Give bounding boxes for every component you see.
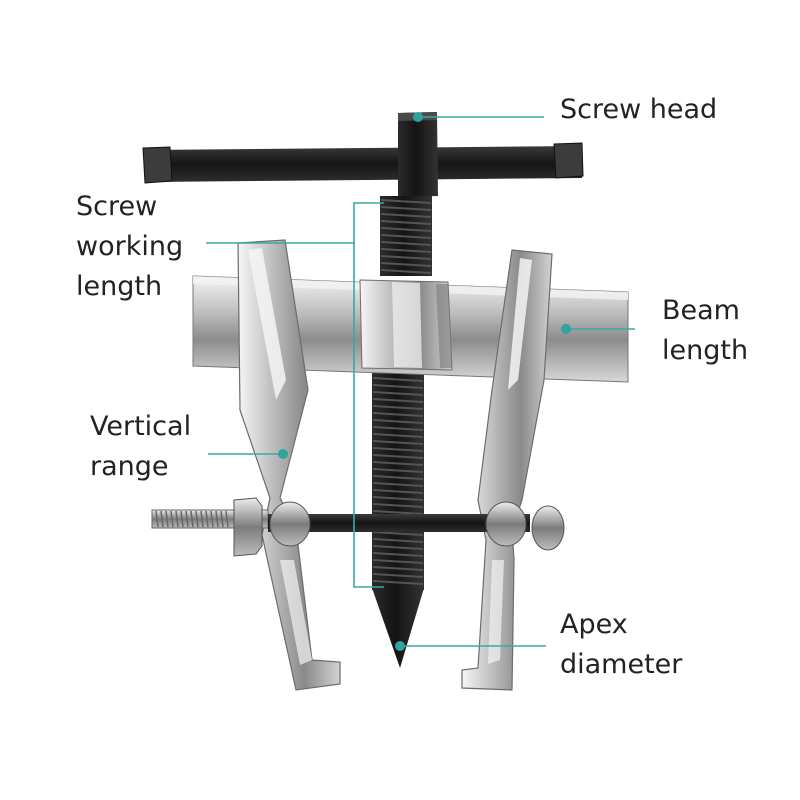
- label-beam-length: Beam length: [662, 291, 748, 371]
- vertical-range-dot: [278, 449, 288, 459]
- right-jaw: [461, 249, 553, 691]
- beam-length-dot: [561, 324, 571, 334]
- label-screw-head-line-1: Screw head: [560, 94, 718, 125]
- screw-head-block: [398, 112, 438, 197]
- marker-dots: [278, 112, 571, 651]
- cross-rod: [151, 497, 565, 557]
- label-beam-length-line-1: Beam: [662, 295, 740, 326]
- label-beam-length-line-2: length: [662, 335, 749, 366]
- label-screw-head: Screw head: [560, 90, 717, 130]
- apex-diameter-dot: [395, 641, 405, 651]
- label-apex-diameter: Apex diameter: [560, 605, 682, 685]
- label-screw-working-length-line-3: length: [76, 271, 163, 302]
- label-apex-diameter-line-2: diameter: [560, 649, 683, 680]
- t-handle: [142, 142, 584, 184]
- label-apex-diameter-line-1: Apex: [560, 609, 628, 640]
- label-screw-working-length-line-2: working: [76, 231, 184, 262]
- label-screw-working-length: Screw working length: [76, 187, 183, 307]
- center-nut: [359, 279, 453, 371]
- threaded-screw: [372, 196, 432, 668]
- screw-working-length-bracket: [353, 202, 384, 588]
- left-jaw: [237, 239, 341, 691]
- screw-head-dot: [413, 112, 423, 122]
- label-vertical-range-line-1: Vertical: [90, 411, 192, 442]
- label-vertical-range-line-2: range: [90, 451, 169, 482]
- leader-lines: [206, 116, 635, 647]
- label-vertical-range: Vertical range: [90, 407, 191, 487]
- label-screw-working-length-line-1: Screw: [76, 191, 158, 222]
